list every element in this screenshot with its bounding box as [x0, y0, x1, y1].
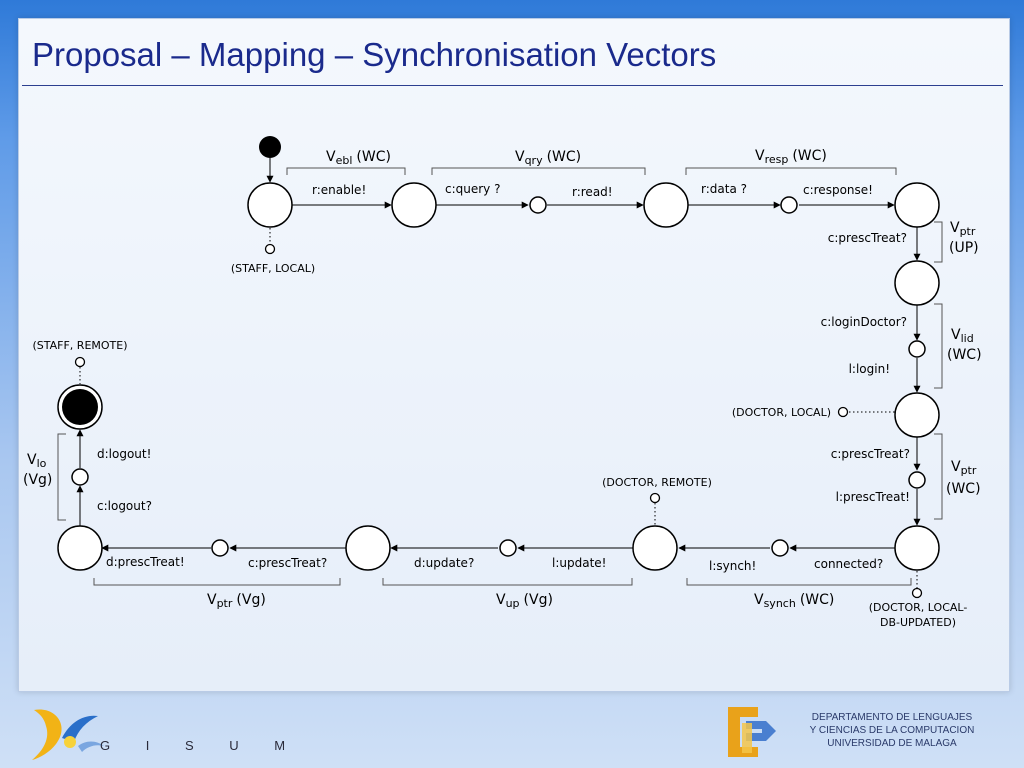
slide-panel: [18, 18, 1010, 692]
vector-brackets: [57, 167, 943, 586]
svg-text:r:read!: r:read!: [572, 185, 613, 199]
svg-text:l:synch!: l:synch!: [709, 559, 756, 573]
title-underline: [22, 85, 1003, 86]
svg-text:connected?: connected?: [814, 557, 883, 571]
vector-mode-ptr-up: (UP): [949, 240, 979, 256]
dotted-connectors: [79, 228, 918, 588]
vector-label-qry: Vqry(WC): [515, 149, 581, 167]
state-node: [247, 182, 293, 228]
sync-point: [71, 468, 89, 486]
state-node: [345, 525, 391, 571]
state-labels: (STAFF, LOCAL) (STAFF, REMOTE) (DOCTOR, …: [32, 262, 967, 629]
vector-label-up: Vup(Vg): [496, 592, 553, 610]
sync-point: [211, 539, 229, 557]
state-node: [894, 260, 940, 306]
vector-labels: Vebl(WC) Vqry(WC) Vresp(WC) Vptr (UP) Vl…: [23, 148, 982, 610]
state-node: [894, 525, 940, 571]
svg-text:(DOCTOR, LOCAL): (DOCTOR, LOCAL): [732, 406, 831, 419]
sync-point: [529, 196, 547, 214]
svg-text:c:prescTreat?: c:prescTreat?: [828, 231, 907, 245]
state-node: [894, 182, 940, 228]
department-line: Y CIENCIAS DE LA COMPUTACION: [809, 725, 975, 736]
location-markers: [74, 243, 923, 599]
gisum-logo-text: G I S U M: [100, 738, 302, 753]
vector-label-ptr-up: Vptr: [950, 220, 976, 238]
svg-text:l:login!: l:login!: [849, 362, 890, 376]
department-name: DEPARTAMENTO DE LENGUAJES Y CIENCIAS DE …: [792, 711, 992, 750]
edge-labels: r:enable! c:query ? r:read! r:data ? c:r…: [97, 182, 910, 573]
vector-label-lid: Vlid: [951, 327, 974, 345]
svg-text:(STAFF, LOCAL): (STAFF, LOCAL): [231, 262, 315, 275]
states: [57, 182, 940, 571]
svg-text:c:response!: c:response!: [803, 183, 873, 197]
svg-text:d:update?: d:update?: [414, 556, 474, 570]
slide-title: Proposal – Mapping – Synchronisation Vec…: [32, 36, 717, 73]
svg-text:d:prescTreat!: d:prescTreat!: [106, 555, 185, 569]
sync-point: [908, 471, 926, 489]
sync-point: [771, 539, 789, 557]
state-node: [894, 392, 940, 438]
vector-label-synch: Vsynch(WC): [754, 592, 834, 610]
svg-text:r:enable!: r:enable!: [312, 183, 366, 197]
state-node: [57, 525, 103, 571]
sync-point: [908, 340, 926, 358]
svg-text:DB-UPDATED): DB-UPDATED): [880, 616, 956, 629]
vector-mode-ptr-wc: (WC): [946, 481, 981, 497]
svg-text:(DOCTOR, LOCAL-: (DOCTOR, LOCAL-: [869, 601, 968, 614]
state-node: [632, 525, 678, 571]
vector-mode-lid: (WC): [947, 347, 982, 363]
svg-text:r:data ?: r:data ?: [701, 182, 747, 196]
state-node: [643, 182, 689, 228]
transition-arrows: [76, 158, 921, 552]
gisum-logo-icon: [32, 709, 104, 760]
svg-text:l:update!: l:update!: [552, 556, 606, 570]
vector-label-ptr-wc: Vptr: [951, 459, 977, 477]
svg-text:c:logout?: c:logout?: [97, 499, 152, 513]
vector-label-ebl: Vebl(WC): [326, 149, 391, 167]
vector-label-lo: Vlo: [27, 452, 47, 470]
sync-point: [780, 196, 798, 214]
vector-mode-lo: (Vg): [23, 472, 52, 488]
vector-label-ptr-vg: Vptr(Vg): [207, 592, 266, 610]
svg-text:d:logout!: d:logout!: [97, 447, 151, 461]
svg-text:(DOCTOR, REMOTE): (DOCTOR, REMOTE): [602, 476, 712, 489]
final-state-core: [62, 389, 98, 425]
department-line: UNIVERSIDAD DE MALAGA: [827, 738, 957, 749]
intermediate-states: [71, 196, 926, 557]
svg-text:c:query ?: c:query ?: [445, 182, 500, 196]
sync-point: [499, 539, 517, 557]
state-node: [391, 182, 437, 228]
svg-text:c:prescTreat?: c:prescTreat?: [831, 447, 910, 461]
department-line: DEPARTAMENTO DE LENGUAJES: [811, 712, 973, 723]
svg-text:c:prescTreat?: c:prescTreat?: [248, 556, 327, 570]
svg-text:c:loginDoctor?: c:loginDoctor?: [821, 315, 907, 329]
svg-text:l:prescTreat!: l:prescTreat!: [836, 490, 910, 504]
vector-label-resp: Vresp(WC): [755, 148, 827, 166]
svg-text:(STAFF, REMOTE): (STAFF, REMOTE): [32, 339, 127, 352]
initial-state: [259, 136, 281, 158]
department-logo-icon: [728, 707, 776, 757]
